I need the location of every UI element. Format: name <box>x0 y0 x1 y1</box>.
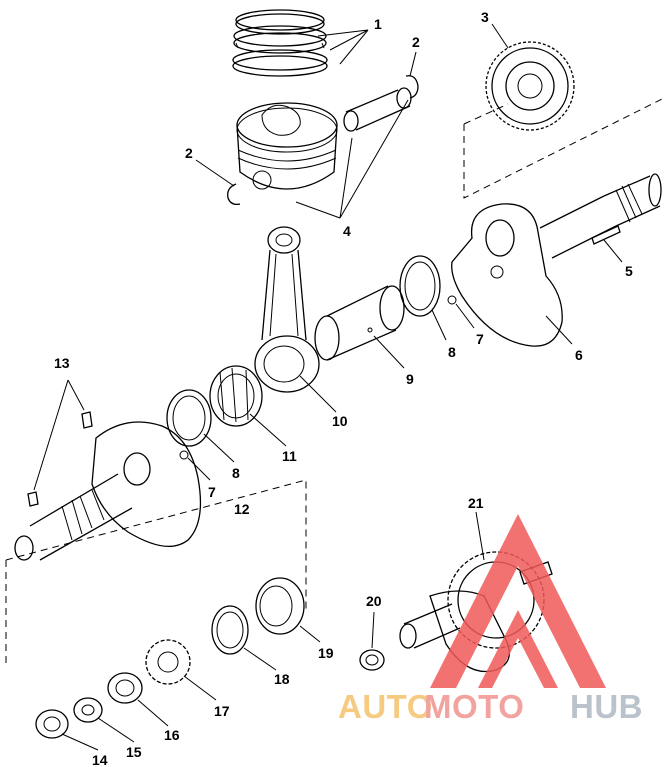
thrust-ball-upper <box>447 295 457 305</box>
callout-2-upper: 2 <box>412 34 420 50</box>
nut-14 <box>35 709 69 739</box>
callout-15: 15 <box>126 744 142 760</box>
watermark-inner-triangle-icon <box>478 610 558 688</box>
callout-1: 1 <box>374 16 382 32</box>
callout-8-lower: 8 <box>232 465 240 481</box>
pin-clip-right <box>405 75 419 99</box>
callout-2-lower: 2 <box>185 145 193 161</box>
woodruff-key <box>591 225 621 245</box>
watermark-hub: HUB <box>570 688 643 725</box>
watermark-logo: AUTO MOTO HUB <box>338 514 643 725</box>
thrust-washer-upper <box>399 255 441 317</box>
oil-seal-18 <box>211 605 249 655</box>
connecting-rod <box>254 226 320 393</box>
callout-12: 12 <box>234 501 250 517</box>
callout-5: 5 <box>625 263 633 279</box>
washer-15 <box>73 697 103 723</box>
seal-key-lower <box>27 491 39 507</box>
piston <box>236 102 338 190</box>
watermark-moto: MOTO <box>424 688 524 725</box>
callout-20: 20 <box>366 593 382 609</box>
callout-21: 21 <box>468 495 484 511</box>
callout-6: 6 <box>575 347 583 363</box>
callout-3: 3 <box>481 9 489 25</box>
callout-10: 10 <box>332 413 348 429</box>
callout-11: 11 <box>282 448 297 464</box>
main-bearing-19 <box>255 577 305 635</box>
callout-13: 13 <box>54 355 70 371</box>
thrust-ball-lower <box>179 450 189 460</box>
thrust-washer-lower <box>166 389 212 447</box>
callout-17: 17 <box>214 703 230 719</box>
leader-lines <box>33 23 623 751</box>
callout-9: 9 <box>406 371 414 387</box>
callout-14: 14 <box>92 752 108 767</box>
needle-bearing <box>209 365 263 427</box>
seal-key-upper <box>81 411 93 429</box>
piston-rings <box>232 9 328 77</box>
callout-19: 19 <box>318 645 334 661</box>
washer-20 <box>359 649 385 671</box>
watermark-triangle-icon <box>430 514 606 688</box>
drive-gear-upper <box>485 41 575 131</box>
lock-nut-16 <box>107 672 143 704</box>
callout-4: 4 <box>343 223 351 239</box>
crank-half-left <box>14 421 202 561</box>
pin-clip-left <box>227 183 241 206</box>
crank-pin <box>314 285 405 361</box>
watermark-auto: AUTO <box>338 688 433 725</box>
crank-half-right <box>451 173 662 347</box>
sprocket-17 <box>145 639 191 685</box>
callout-7-lower: 7 <box>208 484 216 500</box>
callout-8-upper: 8 <box>448 344 456 360</box>
callout-7-upper: 7 <box>476 331 484 347</box>
callout-16: 16 <box>164 727 180 743</box>
wrist-pin <box>343 87 412 132</box>
callout-18: 18 <box>274 671 290 687</box>
